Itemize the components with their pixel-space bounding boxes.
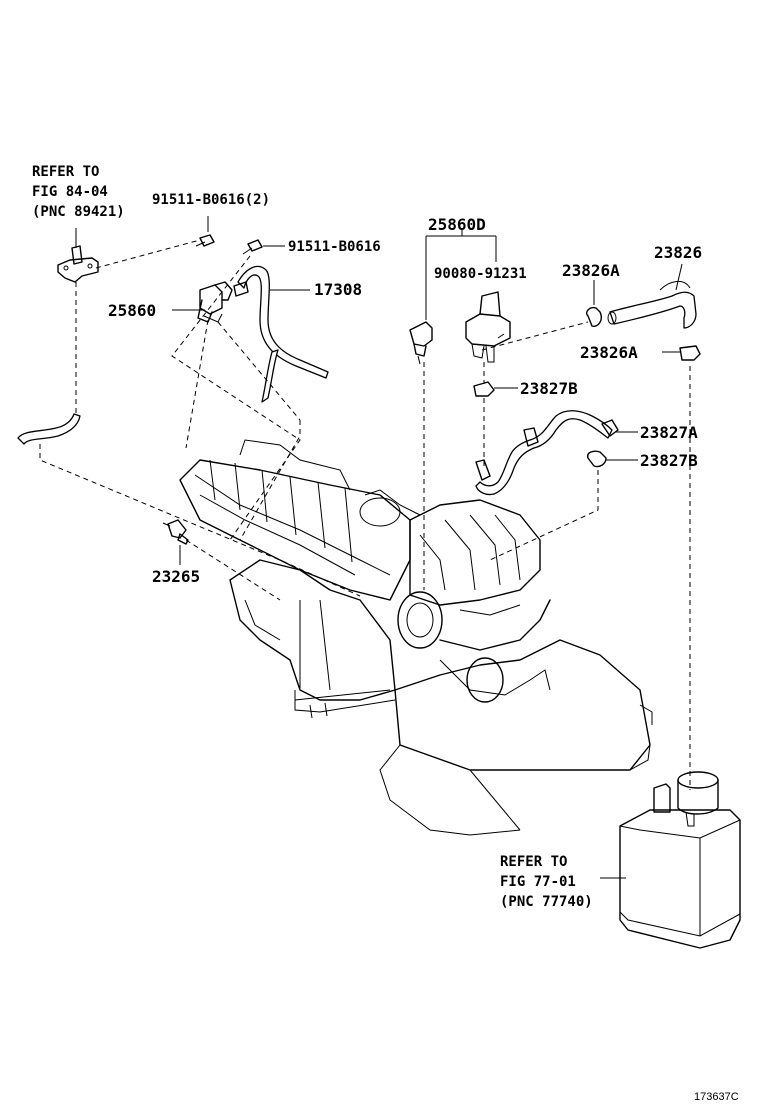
vsv-25860 bbox=[172, 281, 233, 323]
refer-bot-line2: FIG 77-01 bbox=[500, 874, 576, 890]
label-hose-17308: 17308 bbox=[314, 280, 362, 299]
vsv-90080-91231 bbox=[465, 291, 511, 363]
hose-23827a bbox=[475, 410, 638, 496]
label-sensor-23265: 23265 bbox=[152, 567, 200, 586]
label-bolt-pair: 91511-B0616(2) bbox=[152, 192, 270, 208]
label-vsv-90080: 90080-91231 bbox=[434, 266, 527, 282]
clamp-23827b-top bbox=[473, 381, 518, 397]
refer-top-line2: FIG 84-04 bbox=[32, 184, 108, 200]
sensor-23265 bbox=[162, 519, 189, 565]
figure-id: 173637C bbox=[694, 1091, 739, 1103]
label-clamp-23826a-low: 23826A bbox=[580, 343, 638, 362]
bolt-91511-b0616-pair bbox=[195, 216, 215, 247]
sensor-bracket-89421 bbox=[57, 228, 99, 283]
label-bolt-single: 91511-B0616 bbox=[288, 239, 381, 255]
label-clamp-23827b-low: 23827B bbox=[640, 451, 698, 470]
label-hose-23827a: 23827A bbox=[640, 423, 698, 442]
clamp-23827b-low bbox=[587, 450, 638, 468]
refer-bot-line1: REFER TO bbox=[500, 854, 567, 870]
hose-23826 bbox=[607, 263, 697, 329]
part-labels: REFER TO FIG 84-04 (PNC 89421) 91511-B06… bbox=[32, 164, 739, 1103]
label-vsv-25860: 25860 bbox=[108, 301, 156, 320]
label-hose-23826: 23826 bbox=[654, 243, 702, 262]
label-clamp-23826a-top: 23826A bbox=[562, 261, 620, 280]
clamp-23826a-low bbox=[662, 345, 701, 361]
refer-bot-line3: (PNC 77740) bbox=[500, 894, 593, 910]
refer-top-line1: REFER TO bbox=[32, 164, 99, 180]
connection-lines bbox=[39, 239, 691, 790]
clamp-23826a-top bbox=[586, 280, 602, 327]
engine-assembly bbox=[179, 439, 653, 836]
label-clamp-23827b-top: 23827B bbox=[520, 379, 578, 398]
bolt-91511-b0616 bbox=[242, 239, 285, 255]
refer-top-line3: (PNC 89421) bbox=[32, 204, 125, 220]
bracket-25860d bbox=[409, 228, 497, 365]
hose-left-end bbox=[17, 413, 81, 445]
label-bracket-25860d: 25860D bbox=[428, 215, 486, 234]
hose-17308 bbox=[233, 265, 329, 403]
charcoal-canister bbox=[600, 771, 741, 949]
